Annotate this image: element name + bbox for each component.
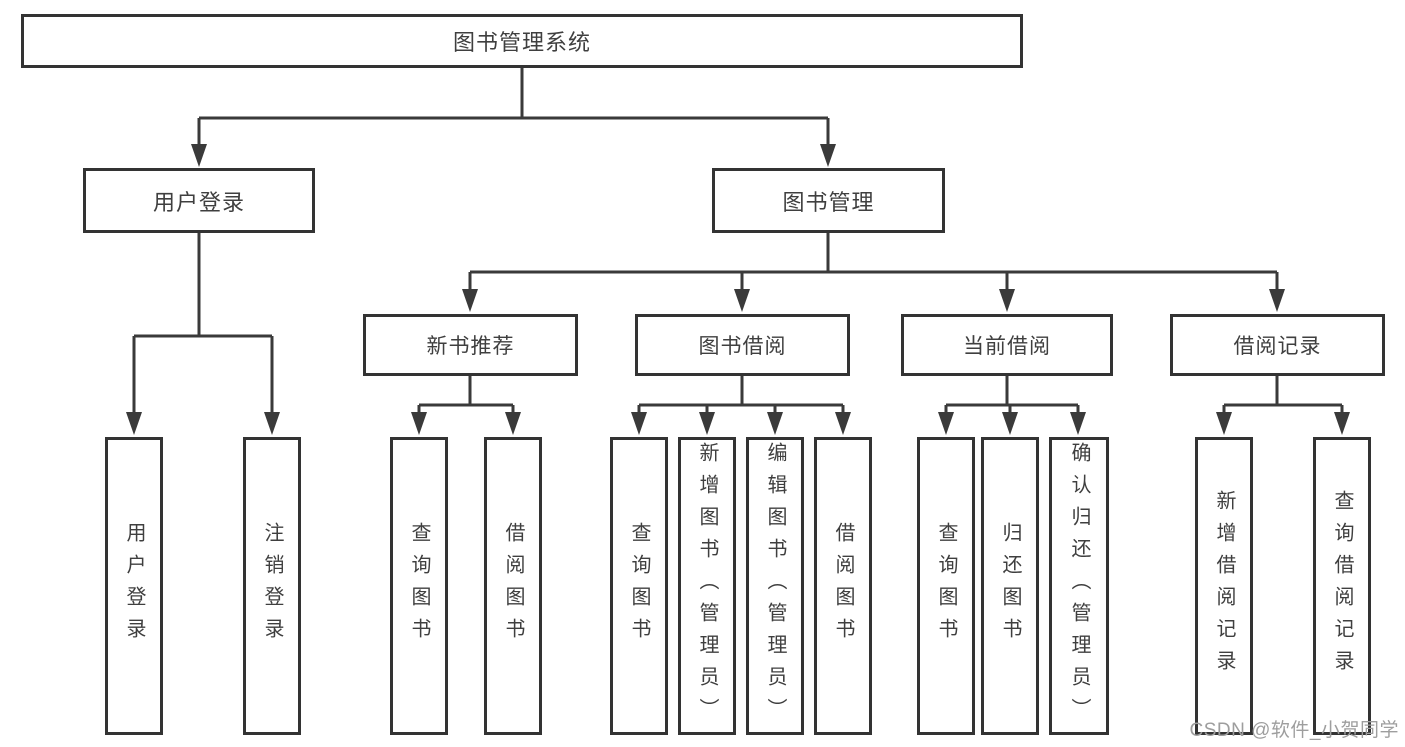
leaf-edit-book-admin: 编辑图书（管理员） xyxy=(746,437,804,735)
arrow-down-icon xyxy=(767,412,783,435)
node-label: 归还图书 xyxy=(999,522,1021,650)
arrow-down-icon xyxy=(1002,412,1018,435)
node-book-management: 图书管理 xyxy=(712,168,945,233)
leaf-user-login: 用户登录 xyxy=(105,437,163,735)
node-borrowing-records: 借阅记录 xyxy=(1170,314,1385,376)
node-label: 注销登录 xyxy=(261,522,283,650)
leaf-logout: 注销登录 xyxy=(243,437,301,735)
arrow-down-icon xyxy=(462,289,478,312)
arrow-down-icon xyxy=(820,144,836,167)
arrow-down-icon xyxy=(1216,412,1232,435)
node-label: 新增图书（管理员） xyxy=(696,442,718,730)
arrow-down-icon xyxy=(734,289,750,312)
node-label: 用户登录 xyxy=(123,522,145,650)
node-label: 借阅图书 xyxy=(502,522,524,650)
node-label: 借阅记录 xyxy=(1233,335,1322,358)
node-label: 新书推荐 xyxy=(426,335,515,358)
csdn-watermark: CSDN @软件_小贺同学 xyxy=(1189,720,1399,741)
arrow-down-icon xyxy=(699,412,715,435)
node-label: 编辑图书（管理员） xyxy=(764,442,786,730)
node-label: 新增借阅记录 xyxy=(1213,490,1235,682)
leaf-query-books-borrow: 查询图书 xyxy=(610,437,668,735)
arrow-down-icon xyxy=(191,144,207,167)
arrow-down-icon xyxy=(264,412,280,435)
arrowheads xyxy=(126,144,1350,435)
arrow-down-icon xyxy=(1269,289,1285,312)
arrow-down-icon xyxy=(938,412,954,435)
leaf-query-borrow-record: 查询借阅记录 xyxy=(1313,437,1371,735)
arrow-down-icon xyxy=(999,289,1015,312)
node-label: 查询图书 xyxy=(935,522,957,650)
node-label: 当前借阅 xyxy=(963,335,1051,358)
leaf-add-book-admin: 新增图书（管理员） xyxy=(678,437,736,735)
leaf-query-books-current: 查询图书 xyxy=(917,437,975,735)
leaf-borrow-books-recommend: 借阅图书 xyxy=(484,437,542,735)
leaf-confirm-return-admin: 确认归还（管理员） xyxy=(1049,437,1109,735)
leaf-return-book: 归还图书 xyxy=(981,437,1039,735)
arrow-down-icon xyxy=(1070,412,1086,435)
node-label: 图书管理系统 xyxy=(452,30,591,55)
node-label: 借阅图书 xyxy=(832,522,854,650)
arrow-down-icon xyxy=(505,412,521,435)
arrow-down-icon xyxy=(126,412,142,435)
node-user-login: 用户登录 xyxy=(83,168,315,233)
arrow-down-icon xyxy=(1334,412,1350,435)
leaf-borrow-books: 借阅图书 xyxy=(814,437,872,735)
node-label: 图书管理 xyxy=(782,189,875,215)
node-label: 查询借阅记录 xyxy=(1331,490,1353,682)
leaf-add-borrow-record: 新增借阅记录 xyxy=(1195,437,1253,735)
arrow-down-icon xyxy=(631,412,647,435)
leaf-query-books-recommend: 查询图书 xyxy=(390,437,448,735)
node-label: 查询图书 xyxy=(628,522,650,650)
arrow-down-icon xyxy=(411,412,427,435)
connector-lines xyxy=(132,68,1344,414)
node-book-borrowing: 图书借阅 xyxy=(635,314,850,376)
node-label: 查询图书 xyxy=(408,522,430,650)
node-new-book-recommend: 新书推荐 xyxy=(363,314,578,376)
node-root-system: 图书管理系统 xyxy=(21,14,1023,68)
node-label: 图书借阅 xyxy=(698,335,787,358)
node-label: 用户登录 xyxy=(152,189,245,215)
arrow-down-icon xyxy=(835,412,851,435)
node-current-borrowing: 当前借阅 xyxy=(901,314,1113,376)
node-label: 确认归还（管理员） xyxy=(1068,442,1090,730)
